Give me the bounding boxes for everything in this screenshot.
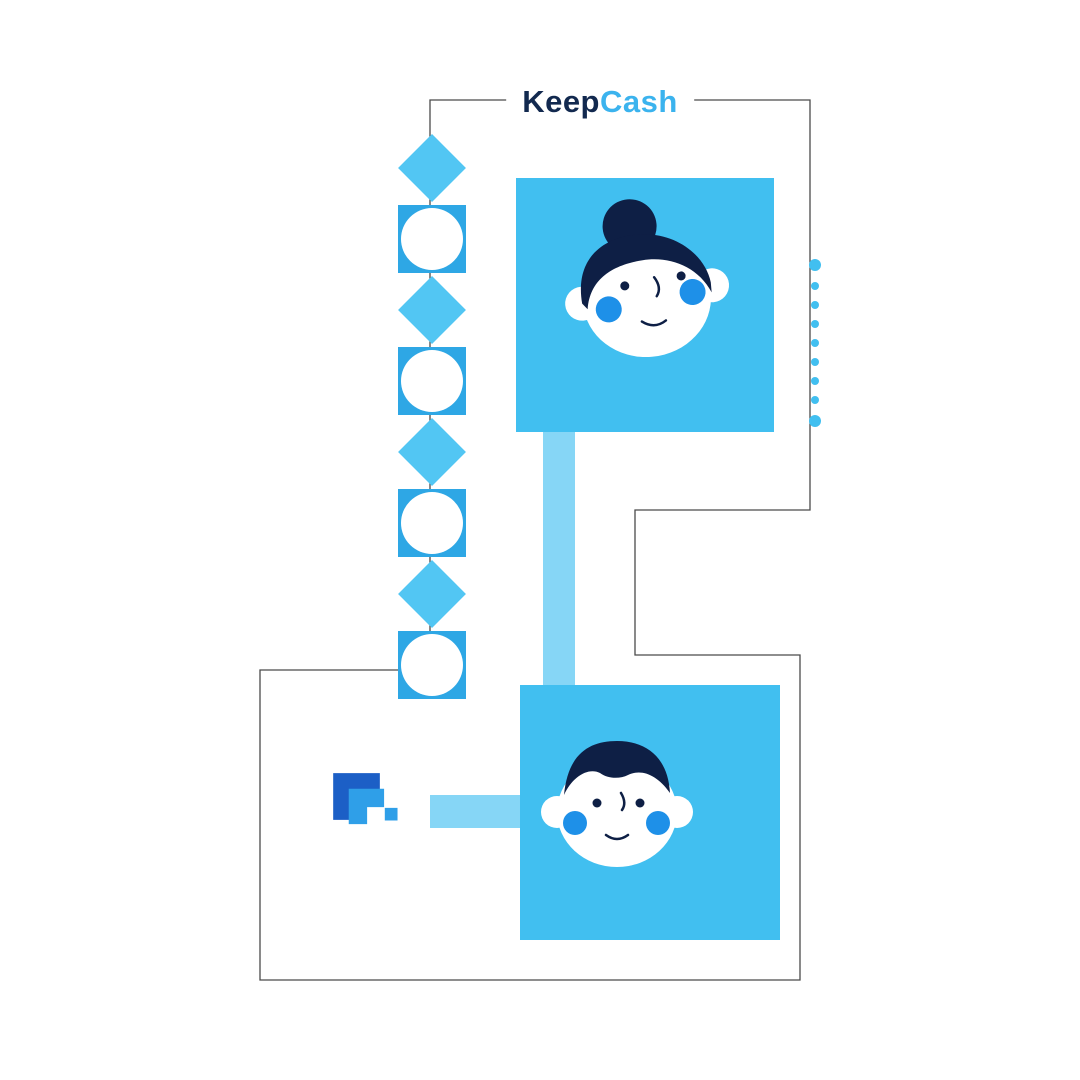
diamond-icon (398, 276, 466, 344)
circle-square-icon (398, 347, 466, 415)
mouth (604, 833, 630, 841)
circle-icon (401, 208, 463, 270)
brand-title-keep: Keep (522, 84, 600, 119)
keepcash-logomark (330, 760, 400, 850)
circle-square-icon (398, 489, 466, 557)
frame-outline-path (259, 99, 811, 981)
brand-title: KeepCash (506, 84, 694, 120)
logo-chevron-dark (333, 773, 380, 820)
boy-avatar (541, 741, 693, 867)
face (557, 757, 677, 867)
face (583, 240, 711, 358)
chevron-logo-icon (333, 773, 398, 825)
hair (564, 741, 670, 795)
eye-right (676, 271, 686, 281)
woman-with-bun-avatar (565, 199, 730, 358)
diamond-icon (398, 134, 466, 202)
diamond-icon (398, 560, 466, 628)
dot-icon (809, 259, 821, 271)
dot-icon (811, 377, 819, 385)
horizontal-connector (430, 795, 522, 828)
dot-icon (811, 396, 819, 404)
cheek-left (595, 296, 622, 323)
logo-foot-diamond (384, 807, 398, 821)
cheek-right (679, 279, 706, 306)
dot-column (809, 259, 821, 427)
dot-icon (811, 282, 819, 290)
circle-square-icon (398, 205, 466, 273)
eye-right (635, 798, 645, 808)
logo-chevron-light (348, 788, 385, 825)
dot-icon (811, 320, 819, 328)
dot-icon (811, 301, 819, 309)
dot-icon (809, 415, 821, 427)
hair (580, 234, 712, 310)
brand-title-cash: Cash (600, 84, 678, 119)
diamond-icon (398, 418, 466, 486)
dot-icon (811, 358, 819, 366)
top-avatar-card (516, 178, 774, 432)
circle-icon (401, 350, 463, 412)
eye-left (620, 281, 630, 291)
circle-square-icon (398, 631, 466, 699)
dot-icon (811, 339, 819, 347)
vertical-connector (543, 430, 575, 688)
circle-icon (401, 492, 463, 554)
cheek-right (646, 811, 670, 835)
cheek-left (563, 811, 587, 835)
nose (652, 276, 661, 298)
shape-column (398, 134, 466, 699)
circle-icon (401, 634, 463, 696)
eye-left (592, 798, 602, 808)
mouth (640, 319, 668, 327)
nose (619, 791, 626, 812)
bottom-avatar-card (520, 685, 780, 940)
